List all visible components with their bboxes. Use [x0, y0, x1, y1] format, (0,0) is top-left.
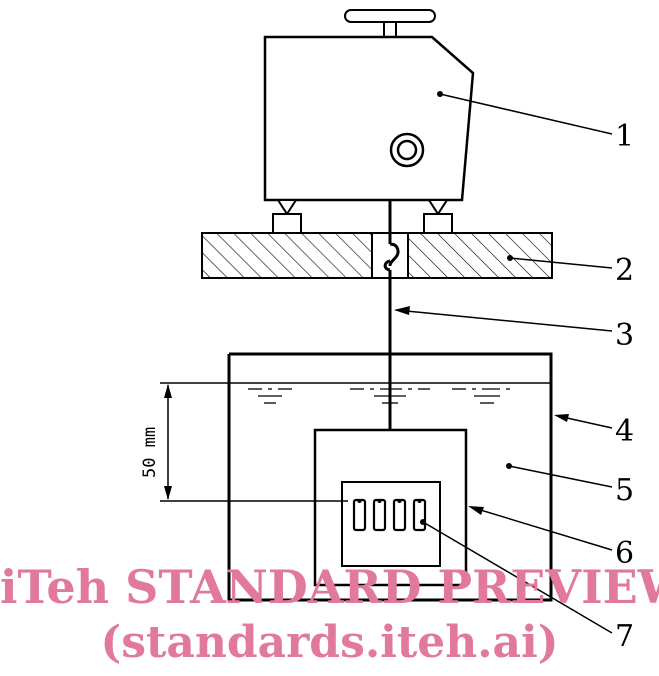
- leader-arrowheads: [394, 306, 569, 515]
- balance-handle-stem: [383, 21, 397, 38]
- leader-lines: [395, 93, 613, 634]
- specimen: [412, 498, 427, 532]
- specimen-holder: [313, 428, 468, 587]
- specimen-clip: [397, 499, 402, 503]
- support-plate-left-hatched: [201, 232, 373, 279]
- hook-lower-eye: [383, 259, 391, 272]
- callout-1: 1: [615, 119, 634, 154]
- callout-5: 5: [615, 473, 634, 508]
- specimen: [372, 498, 387, 532]
- leader-2: [509, 257, 613, 269]
- specimen-clip: [357, 499, 362, 503]
- balance-body: [263, 35, 475, 202]
- balance-left-foot-pad: [272, 213, 302, 234]
- leader-7: [422, 521, 613, 634]
- dimension-arrow-bottom: [164, 486, 172, 500]
- liquid-container: [227, 352, 553, 602]
- callout-3: 3: [615, 318, 634, 353]
- leader-1: [439, 93, 613, 135]
- leader-3: [395, 309, 613, 332]
- callout-7: 7: [615, 619, 634, 654]
- specimen-clip: [377, 499, 382, 503]
- leader-5: [508, 465, 613, 488]
- label-2-reference-dot: [507, 255, 513, 261]
- balance-left-foot: [276, 199, 298, 216]
- callout-4: 4: [615, 414, 634, 449]
- watermark-url: (standards.iteh.ai): [100, 617, 559, 668]
- arrowhead-6: [468, 506, 484, 515]
- balance: [263, 9, 475, 234]
- container-walls: [227, 352, 553, 602]
- watermark-title: iTeh STANDARD PREVIEW: [0, 560, 659, 614]
- callout-2: 2: [615, 253, 634, 288]
- liquid-ripples-left: [248, 388, 292, 404]
- specimen: [352, 498, 367, 532]
- balance-right-foot: [427, 199, 449, 216]
- liquid-ripples-center: [350, 388, 430, 404]
- balance-right-foot-pad: [423, 213, 453, 234]
- specimen-clip: [417, 499, 422, 503]
- callout-6: 6: [615, 536, 634, 571]
- arrowhead-4: [554, 414, 569, 422]
- balance-knob-outer: [389, 132, 425, 168]
- support-plate: [201, 232, 553, 279]
- dimension-arrow-top: [164, 384, 172, 398]
- hook-icon: [388, 242, 400, 267]
- support-plate-right-hatched: [407, 232, 553, 279]
- balance-handle-bar: [344, 9, 436, 23]
- balance-knob-inner: [396, 139, 418, 161]
- dimension-label: 50 mm: [140, 427, 160, 478]
- liquid-ripples-right: [452, 388, 510, 404]
- callout-labels: 1 2 3 4 5 6 7: [615, 119, 634, 654]
- specimen: [392, 498, 407, 532]
- arrowhead-3: [394, 306, 410, 315]
- depth-dimension: 50 mm: [140, 384, 348, 502]
- leader-6: [473, 507, 613, 551]
